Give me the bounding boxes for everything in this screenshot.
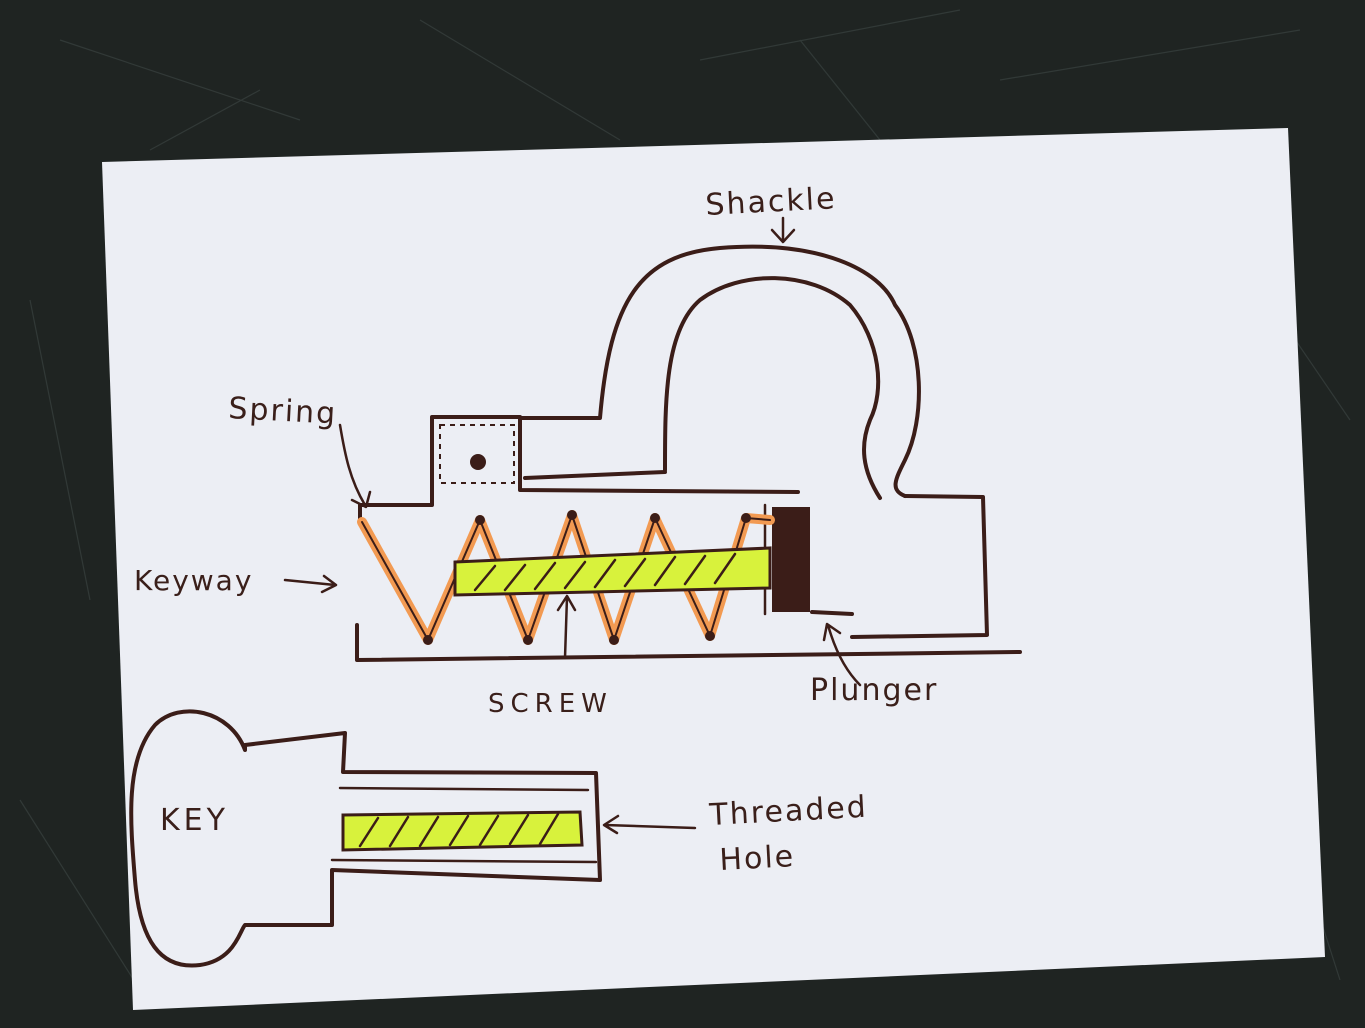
label-threaded: Threaded	[708, 790, 869, 833]
key-shaft-inner	[330, 786, 598, 864]
label-keyway: Keyway	[134, 564, 253, 597]
label-spring: Spring	[228, 391, 338, 432]
label-plunger: Plunger	[810, 673, 938, 708]
screw	[453, 546, 772, 597]
key-bow	[129, 709, 602, 968]
plunger-arrow	[822, 622, 862, 687]
label-shackle: Shackle	[705, 181, 838, 223]
threaded-hole-threads	[358, 812, 560, 848]
key	[129, 709, 602, 968]
pin-hole	[470, 454, 486, 470]
keyway-arrow	[283, 574, 338, 594]
label-key: KEY	[160, 803, 229, 838]
pointer-arrows	[283, 216, 862, 835]
shackle-arrow	[770, 216, 796, 244]
lock-body	[355, 415, 1022, 662]
screw-arrow	[556, 594, 577, 660]
spring-coil-ends	[423, 510, 751, 645]
threaded-hole-fill	[341, 810, 584, 852]
shackle	[518, 244, 921, 500]
label-screw: SCREW	[488, 689, 613, 719]
threaded-hole-arrow	[602, 814, 697, 835]
plunger	[772, 507, 810, 612]
spring-housing	[439, 424, 515, 484]
label-hole: Hole	[719, 839, 796, 878]
spring-arrow	[338, 423, 372, 509]
